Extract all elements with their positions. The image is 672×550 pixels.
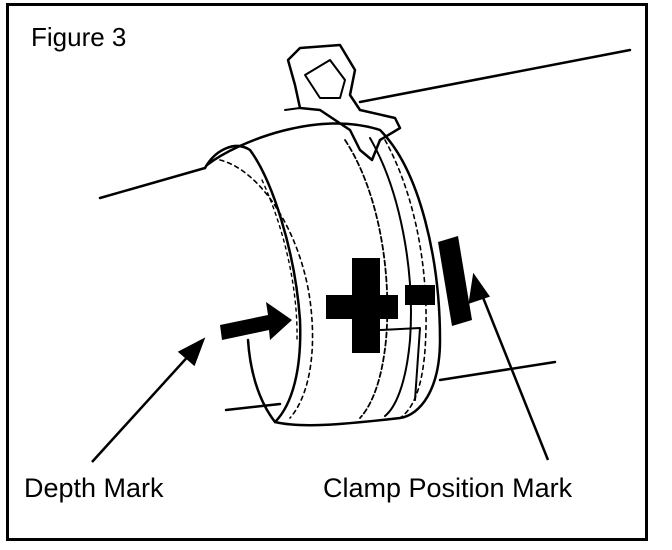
figure-frame: Figure 3: [6, 3, 648, 541]
coupling-left-shading: [261, 179, 298, 341]
depth-mark-horizontal: [326, 295, 398, 319]
clamp-latch-hinge: [284, 107, 301, 111]
clamp-position-dash: [405, 285, 435, 305]
pipe-upper-right-edge: [358, 48, 632, 104]
coupling-left-rim: [203, 144, 302, 424]
depth-mark-cross: [326, 258, 398, 353]
figure-title: Figure 3: [31, 22, 127, 52]
depth-mark-label: Depth Mark: [24, 473, 164, 503]
clamp-position-mark: [438, 236, 472, 326]
coupling-inner-rim: [219, 159, 314, 419]
clamp-split-line: [379, 327, 421, 401]
depth-mark-leader: [91, 351, 193, 463]
depth-mark-leader-head: [177, 337, 206, 367]
coupling-groove-2: [369, 137, 412, 417]
clamp-position-mark-label: Clamp Position Mark: [323, 473, 573, 503]
clamp-mark-leader: [478, 289, 550, 461]
clamp-latch: [286, 43, 402, 162]
insertion-arrow: [220, 302, 292, 340]
coupling-groove-3: [384, 139, 427, 419]
pipe-lower-left-edge: [224, 402, 282, 412]
coupling-body: [205, 122, 442, 427]
clamp-latch-inner: [304, 59, 346, 99]
pipe-upper-left-edge: [98, 166, 207, 200]
pipe-lower-right-edge: [438, 360, 557, 382]
clamp-mark-leader-head: [468, 272, 490, 304]
